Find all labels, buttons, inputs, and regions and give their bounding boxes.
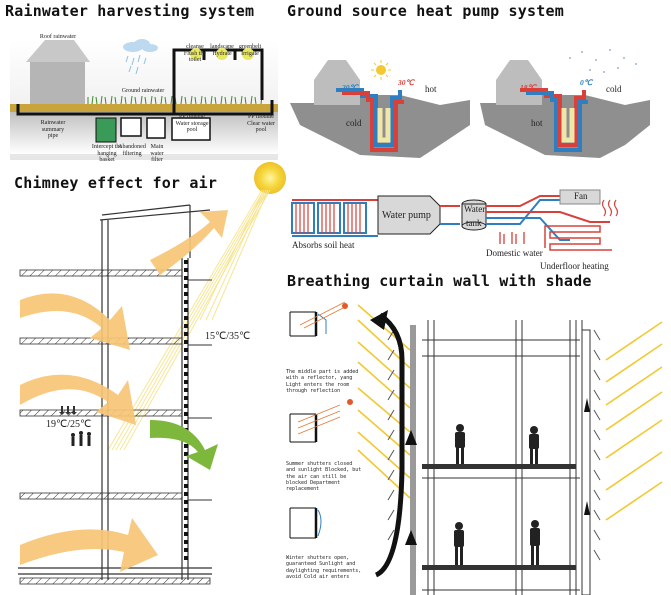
cloud-icon [123, 39, 158, 52]
wall-hatch-left [387, 329, 395, 561]
snow-icon [569, 49, 637, 73]
left-temp-cold: 20℃ [342, 83, 358, 92]
inside-temp-label: 19℃/25℃ [46, 419, 92, 430]
absorbs-label: Absorbs soil heat [292, 240, 355, 250]
fan-box [559, 189, 601, 205]
domestic-label: Domestic water [486, 248, 543, 258]
label-ground-rainwater: Ground rainwater [121, 88, 165, 94]
sun-small-icon [376, 65, 386, 75]
label-cleanse: cleanse Flush the toilet [183, 44, 207, 63]
label-main-filter: Main water filter [150, 144, 164, 163]
house-roof [26, 40, 90, 62]
note-summer: Summer shutters closed and sunlight Bloc… [286, 461, 362, 493]
outlet-toilet [190, 48, 202, 60]
airflow-arrows-small [405, 398, 590, 545]
main-filter [146, 117, 166, 139]
outside-temp-label: 15℃/35℃ [205, 331, 251, 342]
building-frame-left [422, 320, 580, 595]
grass [87, 95, 263, 105]
label-abandoned: Abandoned filtering [118, 144, 146, 157]
pump-label: Water pump [382, 210, 431, 221]
note-reflector: The middle part is added with a reflecto… [286, 369, 359, 394]
curtain-section [289, 301, 663, 595]
left-hot-label: hot [425, 84, 437, 94]
outlet-greenbelt [242, 48, 254, 60]
house-body [30, 62, 85, 104]
tank-label-a: Water [464, 204, 486, 214]
sunlight-lines-right [605, 321, 663, 521]
shade-fins [188, 279, 212, 501]
people-silhouettes [454, 424, 540, 565]
rain-title: Rainwater harvesting system [5, 2, 255, 20]
soil-coils [291, 199, 378, 237]
note-winter: Winter shutters open, guaranteed Sunligh… [286, 555, 362, 580]
rain-drops-icon [125, 54, 147, 75]
label-clear-pool: PP module Clear water pool [247, 114, 275, 133]
curtain-title: Breathing curtain wall with shade [287, 272, 592, 290]
label-greenbelt: greenbelt Irrigate [238, 44, 262, 57]
left-temp-hot: 30℃ [398, 78, 414, 87]
tap-icon [499, 232, 525, 244]
label-intercept: Intercept the hanging basket [91, 144, 123, 163]
abandoned-filter [120, 117, 142, 137]
green-air-arrow [150, 420, 218, 470]
chimney-title: Chimney effect for air [14, 174, 218, 192]
floor-slabs-left [422, 464, 576, 570]
underfloor-coil [544, 225, 612, 251]
right-temp-cold: 0℃ [580, 78, 593, 87]
wall-hatch-right [593, 329, 601, 561]
sun-burst-icon [342, 303, 353, 405]
people-icon [71, 431, 91, 446]
chimney-section [18, 162, 286, 585]
light-rays [297, 301, 346, 435]
airflow-arrow-left [374, 312, 405, 578]
outlet-landscape [216, 48, 228, 60]
curtain-glass-right [581, 329, 591, 595]
left-cold-label: cold [346, 118, 362, 128]
label-roof-rainwater: Roof rainwater [39, 34, 77, 40]
label-storage: PP module Water storage pool [175, 114, 209, 133]
tank-label-b: tank [466, 218, 482, 228]
ground-title: Ground source heat pump system [287, 2, 564, 20]
label-landscape: landscape Hydrate [210, 44, 234, 57]
intercept-basket [95, 117, 117, 143]
down-arrows-icon [59, 406, 77, 415]
right-hot-label: hot [531, 118, 543, 128]
right-temp-hot: 18℃ [520, 83, 536, 92]
building-frame-right [515, 320, 583, 595]
ground-section [290, 49, 650, 251]
storage-pool [171, 117, 211, 141]
fan-label: Fan [574, 191, 588, 201]
sun-icon [254, 162, 286, 194]
detail-boxes [289, 311, 318, 539]
right-cold-label: cold [606, 84, 622, 94]
ground-strip [10, 104, 278, 112]
curtain-glass-left [410, 325, 416, 595]
warm-air-arrows [20, 210, 228, 572]
underfloor-label: Underfloor heating [540, 261, 609, 271]
rain-section [10, 39, 278, 160]
label-summary-pipe: Rainwater summary pipe [40, 120, 66, 139]
heat-wave-icon [601, 199, 619, 217]
